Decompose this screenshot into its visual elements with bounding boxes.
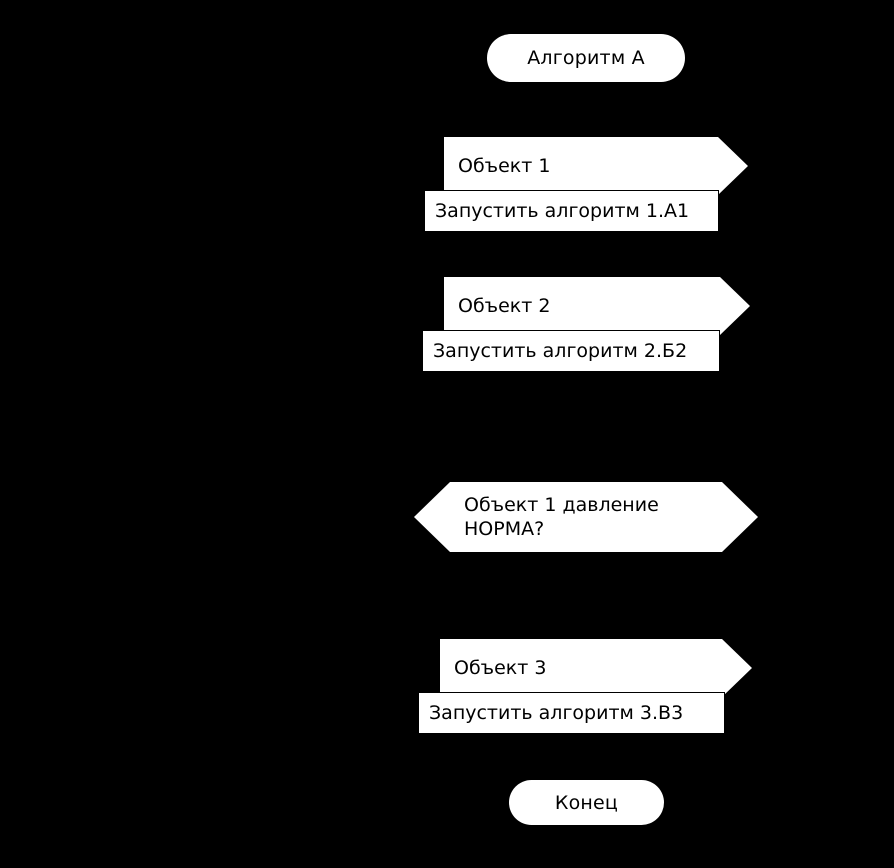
node-step2-object-label: Объект 2 bbox=[458, 295, 551, 317]
node-step3-action-label: Запустить алгоритм 3.В3 bbox=[429, 702, 684, 724]
node-decision-line2: НОРМА? bbox=[464, 518, 545, 540]
node-step3-pennant[interactable]: Объект 3 bbox=[440, 639, 752, 697]
node-decision-hexagon[interactable]: Объект 1 давление НОРМА? bbox=[414, 482, 758, 552]
node-start-label: Алгоритм А bbox=[527, 47, 645, 69]
node-decision-text: Объект 1 давление НОРМА? bbox=[414, 493, 659, 542]
node-decision-line1: Объект 1 давление bbox=[464, 493, 659, 516]
node-step3-object-label: Объект 3 bbox=[454, 657, 547, 679]
node-step1-process[interactable]: Запустить алгоритм 1.А1 bbox=[424, 190, 719, 232]
node-step1-object-label: Объект 1 bbox=[458, 155, 551, 177]
node-step1-pennant[interactable]: Объект 1 bbox=[444, 137, 748, 195]
node-step2-action-label: Запустить алгоритм 2.Б2 bbox=[433, 340, 688, 362]
node-start-terminator[interactable]: Алгоритм А bbox=[487, 34, 685, 82]
node-end-label: Конец bbox=[554, 791, 619, 814]
node-step2-pennant[interactable]: Объект 2 bbox=[444, 277, 750, 335]
node-step2-process[interactable]: Запустить алгоритм 2.Б2 bbox=[422, 330, 720, 372]
node-end-terminator[interactable]: Конец bbox=[509, 780, 664, 825]
node-step1-action-label: Запустить алгоритм 1.А1 bbox=[435, 200, 690, 222]
node-step3-process[interactable]: Запустить алгоритм 3.В3 bbox=[418, 692, 725, 734]
